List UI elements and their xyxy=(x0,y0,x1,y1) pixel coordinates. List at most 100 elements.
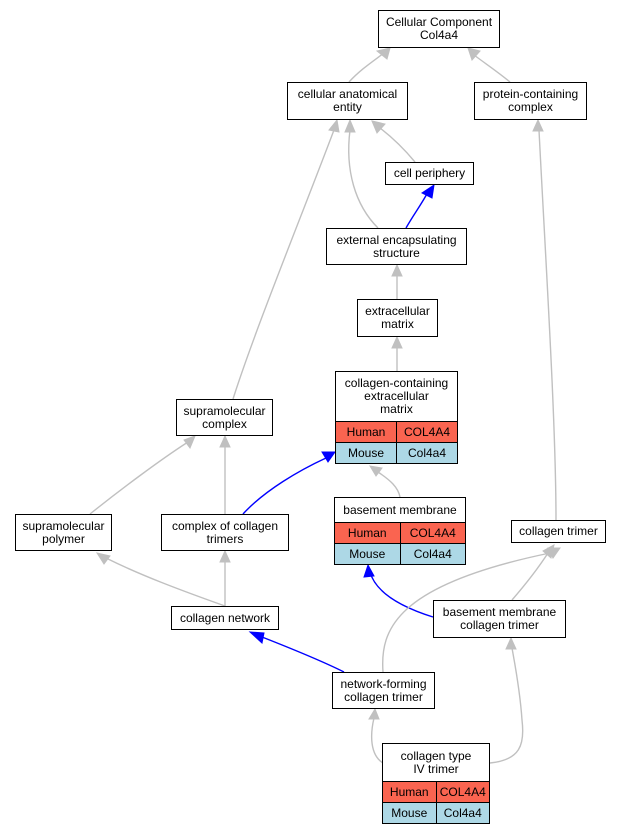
arrowhead xyxy=(344,118,356,133)
arrowhead xyxy=(467,47,481,61)
node-label-line: network-forming xyxy=(340,676,427,691)
human-gene-row: Human COL4A4 xyxy=(383,781,489,802)
arrowhead xyxy=(248,631,265,644)
node-label-line: structure xyxy=(373,245,420,260)
node-collagen-type-iv-trimer[interactable]: collagen type IV trimer Human COL4A4 Mou… xyxy=(382,743,490,824)
node-collagen-containing-extracellular-matrix[interactable]: collagen-containing extracellular matrix… xyxy=(335,371,458,464)
species-cell: Mouse xyxy=(391,805,428,820)
node-label-line: entity xyxy=(333,100,362,114)
node-label-line: collagen trimer xyxy=(460,618,539,632)
arrowhead xyxy=(391,263,403,277)
arrowhead xyxy=(532,118,544,132)
node-cellular-component[interactable]: Cellular Component Col4a4 xyxy=(378,10,500,48)
edge-cellular_anatomical_entity-to-cellular_component xyxy=(348,52,385,83)
edge-basement_membrane_collagen_trimer-to-basement_membrane xyxy=(369,571,434,618)
arrowhead xyxy=(363,563,375,578)
node-label-line: IV trimer xyxy=(413,761,459,776)
arrowhead xyxy=(219,434,231,448)
human-gene-row: Human COL4A4 xyxy=(336,421,457,442)
edge-complex_of_collagen_trimers-to-collagen_containing_ecm xyxy=(242,457,327,515)
arrowhead xyxy=(95,552,111,565)
edge-network_forming_collagen_trimer-to-collagen_trimer xyxy=(381,552,551,673)
node-complex-of-collagen-trimers[interactable]: complex of collagen trimers xyxy=(161,514,289,551)
node-label-line: complex xyxy=(508,100,553,114)
node-label-line: complex of collagen xyxy=(171,518,279,533)
node-collagen-trimer[interactable]: collagen trimer xyxy=(511,520,606,543)
edge-external_encapsulating_structure-to-cell_periphery xyxy=(405,191,429,229)
node-label-line: external encapsulating xyxy=(336,232,457,247)
arrowhead xyxy=(505,636,517,650)
gene-cell[interactable]: Col4a4 xyxy=(399,544,466,564)
species-cell: Human xyxy=(346,424,386,439)
node-label-line: cell periphery xyxy=(393,166,466,180)
node-label-line: protein-containing xyxy=(482,87,579,101)
mouse-gene-row: Mouse Col4a4 xyxy=(336,442,457,463)
arrowhead xyxy=(547,547,561,559)
node-label-line: trimers xyxy=(206,531,244,546)
edge-supramolecular_polymer-to-supramolecular_complex xyxy=(89,441,189,515)
arrowhead xyxy=(375,47,391,60)
species-cell: Human xyxy=(347,525,387,540)
node-cell-periphery[interactable]: cell periphery xyxy=(385,162,474,185)
node-label-line: collagen type xyxy=(400,748,472,763)
node-label-line: polymer xyxy=(42,531,85,546)
edge-external_encapsulating_structure-to-cellular_anatomical_entity xyxy=(348,129,379,229)
node-label-line: collagen-containing xyxy=(344,376,449,390)
arrowhead xyxy=(421,183,435,199)
gene-cell[interactable]: Col4a4 xyxy=(396,443,457,463)
node-label-line: basement membrane xyxy=(442,605,557,619)
arrowhead xyxy=(183,435,196,449)
arrowhead xyxy=(369,465,383,477)
edge-basement_membrane_collagen_trimer-to-collagen_trimer xyxy=(511,552,549,601)
node-label-line: extracellular xyxy=(364,389,429,403)
node-extracellular-matrix[interactable]: extracellular matrix xyxy=(357,299,438,337)
arrowhead xyxy=(321,451,336,463)
arrowhead xyxy=(391,335,403,349)
node-cellular-anatomical-entity[interactable]: cellular anatomical entity xyxy=(287,82,408,120)
species-cell: Mouse xyxy=(349,546,386,561)
human-gene-row: Human COL4A4 xyxy=(335,522,465,543)
node-label-line: basement membrane xyxy=(343,502,457,517)
node-label-line: complex xyxy=(202,416,247,431)
edge-cell_periphery-to-cellular_anatomical_entity xyxy=(379,127,416,163)
node-label-line: supramolecular xyxy=(22,518,105,533)
node-supramolecular-complex[interactable]: supramolecular complex xyxy=(176,399,273,436)
node-label-line: matrix xyxy=(381,317,414,331)
node-protein-containing-complex[interactable]: protein-containing complex xyxy=(474,82,587,120)
species-cell: Mouse xyxy=(347,445,385,460)
node-network-forming-collagen-trimer[interactable]: network-forming collagen trimer xyxy=(332,672,435,709)
gene-cell[interactable]: COL4A4 xyxy=(396,422,457,442)
node-label-line: collagen trimer xyxy=(519,524,598,538)
gene-cell[interactable]: COL4A4 xyxy=(435,782,490,802)
gene-cell[interactable]: Col4a4 xyxy=(435,803,490,823)
node-label-line: Col4a4 xyxy=(419,28,459,42)
node-label-line: collagen network xyxy=(179,610,271,625)
edge-supramolecular_complex-to-cellular_anatomical_entity xyxy=(232,129,335,400)
node-label-line: supramolecular xyxy=(183,403,266,418)
edge-collagen_type_iv_trimer-to-network_forming_collagen_trimer xyxy=(370,717,384,764)
node-label-line: collagen trimer xyxy=(344,689,423,704)
arrowhead xyxy=(328,118,340,133)
arrowhead xyxy=(219,549,231,563)
node-basement-membrane[interactable]: basement membrane Human COL4A4 Mouse Col… xyxy=(334,497,466,565)
node-supramolecular-polymer[interactable]: supramolecular polymer xyxy=(15,514,112,551)
mouse-gene-row: Mouse Col4a4 xyxy=(335,543,465,564)
node-basement-membrane-collagen-trimer[interactable]: basement membrane collagen trimer xyxy=(433,600,566,638)
edge-protein_containing_complex-to-cellular_component xyxy=(473,54,511,83)
node-label-line: extracellular xyxy=(365,304,430,318)
gene-cell[interactable]: COL4A4 xyxy=(399,523,466,543)
node-collagen-network[interactable]: collagen network xyxy=(171,606,279,630)
arrowhead xyxy=(371,120,386,134)
node-external-encapsulating-structure[interactable]: external encapsulating structure xyxy=(326,228,467,265)
edge-collagen_network-to-supramolecular_polymer xyxy=(105,557,226,607)
edge-network_forming_collagen_trimer-to-collagen_network xyxy=(261,636,345,673)
species-cell: Human xyxy=(389,784,429,799)
node-label-line: matrix xyxy=(380,402,413,416)
node-label-line: cellular anatomical xyxy=(297,87,398,101)
edge-collagen_trimer-to-protein_containing_complex xyxy=(538,129,557,521)
node-label-line: Cellular Component xyxy=(385,15,493,29)
arrowhead xyxy=(368,707,380,720)
edge-collagen_type_iv_trimer-to-basement_membrane_collagen_trimer xyxy=(489,647,524,764)
